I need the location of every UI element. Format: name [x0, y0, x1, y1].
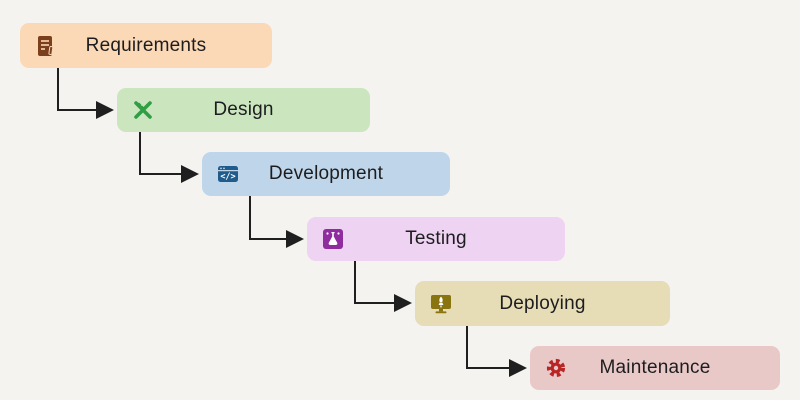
- stage-label: Requirements: [85, 34, 207, 56]
- arrow-deploying-to-maintenance: [466, 326, 527, 377]
- stage-label: Testing: [405, 228, 467, 249]
- stage-label: Design: [213, 99, 274, 120]
- code-window-icon: </>: [215, 161, 241, 187]
- stage-label: Deploying: [499, 292, 586, 314]
- svg-text:</>: </>: [220, 172, 235, 182]
- stage-label: Development: [268, 163, 384, 184]
- stage-development: </> Development: [202, 152, 450, 196]
- stage-label: Maintenance: [599, 357, 711, 378]
- stage-design: Design: [117, 88, 370, 132]
- requirements-document-icon: [33, 33, 59, 59]
- gear-icon: [543, 355, 569, 381]
- arrow-requirements-to-design: [57, 68, 114, 119]
- design-tools-icon: [130, 97, 156, 123]
- stage-deploying: Deploying: [415, 281, 670, 326]
- arrow-testing-to-deploying: [354, 261, 412, 312]
- stage-requirements: Requirements: [20, 23, 272, 68]
- test-flask-icon: [320, 226, 346, 252]
- arrow-design-to-development: [139, 132, 199, 183]
- arrow-development-to-testing: [249, 196, 304, 248]
- stage-maintenance: Maintenance: [530, 346, 780, 390]
- stage-testing: Testing: [307, 217, 565, 261]
- deploy-rocket-icon: [428, 291, 454, 317]
